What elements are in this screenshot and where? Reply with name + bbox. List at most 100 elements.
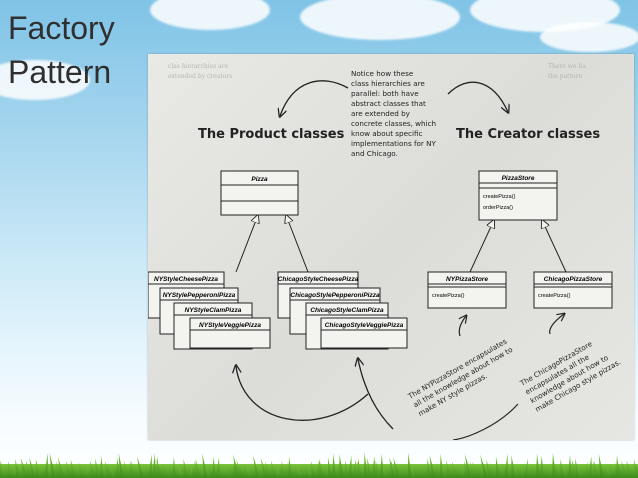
chicago-pizza-stack: ChicagoStyleCheesePizza ChicagoStylePepp… xyxy=(277,271,408,350)
cloud xyxy=(540,22,638,52)
grass-blade xyxy=(118,452,124,478)
note-line: are extended by xyxy=(351,109,411,118)
grass-blade xyxy=(616,459,624,478)
cloud xyxy=(150,0,270,30)
note-arrow-right xyxy=(447,81,508,112)
grass-blade xyxy=(601,464,608,478)
grass-blade xyxy=(632,464,636,478)
chicago-pizza-class: ChicagoStyleVeggiePizza xyxy=(320,317,408,349)
cloud xyxy=(0,60,90,100)
grass-blade xyxy=(192,460,196,478)
grass-blade xyxy=(588,455,592,478)
grass-blade xyxy=(536,453,540,478)
grass-blade xyxy=(352,459,356,478)
grass-blade xyxy=(577,466,584,478)
class-name: NYStyleClamPizza xyxy=(185,307,242,314)
grass-blade xyxy=(152,453,156,478)
grass-blade xyxy=(400,462,408,478)
method: createPizza() xyxy=(483,194,516,200)
grass-blade xyxy=(260,458,268,478)
class-name: ChicagoStylePepperoniPizza xyxy=(290,292,380,299)
chicagopizzastore-class: ChicagoPizzaStore createPizza() xyxy=(533,271,613,309)
grass-blade xyxy=(626,460,632,478)
grass-blade xyxy=(427,458,432,478)
note-line: and Chicago. xyxy=(351,149,398,158)
grass-decoration xyxy=(0,452,638,478)
grass-blade xyxy=(452,462,460,478)
ghost-text: clas hierarchies are extended by creator… xyxy=(168,63,586,80)
grass-blade xyxy=(446,460,452,478)
grass-blade xyxy=(621,460,628,478)
nypizzastore-note: The NYPizzaStore encapsulates all the kn… xyxy=(406,337,515,418)
note-arrow-left xyxy=(280,80,349,116)
grass-blade xyxy=(380,453,384,478)
note-line: implementations for NY xyxy=(351,139,437,148)
grass-blade xyxy=(435,462,440,478)
note-line: concrete classes, which xyxy=(351,119,436,128)
pizzastore-class: PizzaStore createPizza() orderPizza() xyxy=(478,170,558,221)
grass-blade xyxy=(472,461,480,478)
class-name: NYStyleCheesePizza xyxy=(154,276,218,283)
ny-note-arrow-chicago xyxy=(358,359,394,430)
grass-blade xyxy=(348,455,352,478)
grass-blade xyxy=(47,466,52,478)
ny-note-arrow-products xyxy=(236,366,369,421)
grass-blade xyxy=(429,454,436,478)
grass-blade xyxy=(336,460,340,478)
grass-blade xyxy=(526,463,532,478)
grass-blade xyxy=(162,462,168,478)
grass-blade xyxy=(288,456,292,478)
grass-blade xyxy=(133,463,140,478)
grass-blade xyxy=(592,460,600,478)
chicagopizzastore-note: The ChicagoPizzaStore encapsulates all t… xyxy=(518,339,623,414)
grass-blade xyxy=(216,457,220,478)
grass-blade xyxy=(70,459,76,478)
svg-text:There we ha: There we ha xyxy=(548,63,586,70)
grass-blade xyxy=(20,463,24,478)
svg-text:clas hierarchies are: clas hierarchies are xyxy=(168,63,229,70)
grass-blade xyxy=(400,464,404,478)
grass-blade xyxy=(529,462,536,478)
grass-blade xyxy=(284,462,288,478)
grass-blade xyxy=(200,465,204,478)
grass-blade xyxy=(12,466,16,478)
grass-blade xyxy=(554,462,560,478)
parallel-hierarchies-note: Notice how these class hierarchies are p… xyxy=(351,69,437,158)
chicago-store-inherit-line xyxy=(542,220,567,273)
grass-blade xyxy=(572,459,576,478)
method: orderPizza() xyxy=(483,205,513,211)
note-line: all the knowledge about how to xyxy=(412,345,515,409)
grass-blade xyxy=(612,462,616,478)
grass-blade xyxy=(372,455,376,478)
grass-blade xyxy=(236,460,244,478)
grass-blade xyxy=(264,461,272,478)
chicago-note-arrow-store xyxy=(549,314,564,335)
grass-blade xyxy=(44,452,48,478)
class-name: NYStylePepperoniPizza xyxy=(163,292,236,299)
class-name: NYPizzaStore xyxy=(446,276,488,283)
class-diagram: clas hierarchies are extended by creator… xyxy=(148,63,623,440)
grass-blade xyxy=(25,460,32,478)
grass-blade xyxy=(520,465,524,478)
grass-blade xyxy=(220,464,224,478)
grass-blade xyxy=(271,460,276,478)
cloud xyxy=(300,0,460,40)
grass-blade xyxy=(296,466,304,478)
note-line: abstract classes that xyxy=(351,99,426,108)
grass-blade xyxy=(84,466,88,478)
grass-blade xyxy=(316,459,320,478)
grass-blade xyxy=(178,467,184,478)
grass-blade xyxy=(592,460,596,478)
grass-blade xyxy=(36,465,44,478)
grass-blade xyxy=(504,453,508,478)
grass-blade xyxy=(375,459,380,478)
grass-blade xyxy=(332,453,336,478)
grass-blade xyxy=(144,463,148,478)
grass-blade xyxy=(302,465,308,478)
grass-blade xyxy=(58,457,64,478)
grass-blade xyxy=(319,459,324,478)
grass-blade xyxy=(524,458,528,478)
grass-blade xyxy=(176,463,180,478)
chicago-pizzas-inherit-line xyxy=(286,215,309,273)
grass-blade xyxy=(540,455,544,478)
